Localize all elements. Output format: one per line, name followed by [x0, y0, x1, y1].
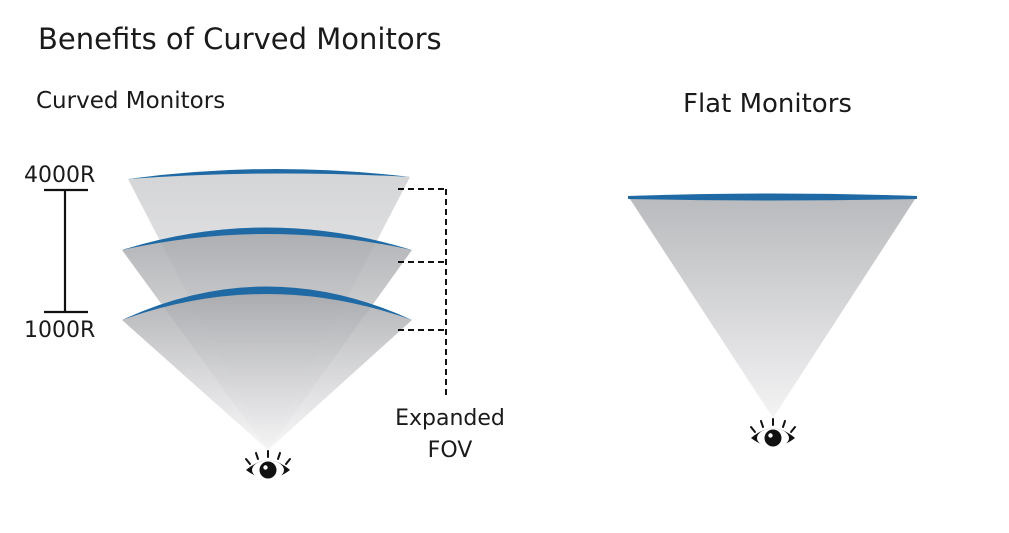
radius-scale [44, 188, 88, 314]
eye-icon [750, 418, 796, 448]
fov-label-line-2: FOV [427, 438, 473, 463]
radius-label-4000r: 4000R [24, 163, 96, 188]
expanded-fov-label: Expanded FOV [380, 403, 520, 467]
curved-screen-1000r [122, 286, 412, 320]
eye-icon [245, 450, 291, 480]
radius-label-1000r: 1000R [24, 318, 96, 343]
curved-monitors-heading: Curved Monitors [36, 88, 226, 114]
flat-screen [628, 193, 917, 201]
curved-cone-1000r [122, 291, 412, 450]
page-title: Benefits of Curved Monitors [38, 22, 442, 56]
fov-label-line-1: Expanded [395, 406, 505, 431]
curved-screen-4000r [128, 168, 410, 179]
flat-cone [628, 196, 917, 418]
flat-monitors-heading: Flat Monitors [683, 89, 852, 119]
fov-bracket [398, 188, 447, 398]
curved-screen-2000r [122, 227, 412, 250]
